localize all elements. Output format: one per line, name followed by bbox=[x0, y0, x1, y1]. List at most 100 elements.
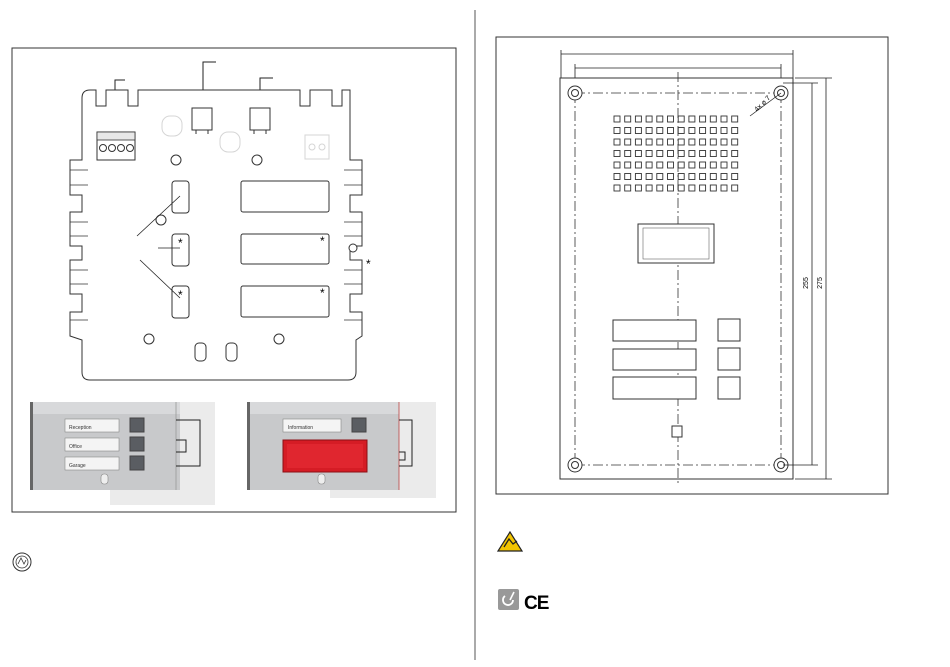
speaker-hole bbox=[625, 162, 631, 168]
speaker-hole bbox=[721, 162, 727, 168]
photo-information-display bbox=[247, 402, 436, 498]
faceplate-small-opening bbox=[672, 426, 682, 437]
speaker-hole bbox=[614, 139, 620, 145]
speaker-hole bbox=[689, 116, 695, 122]
speaker-hole bbox=[732, 162, 738, 168]
speaker-hole bbox=[710, 116, 716, 122]
speaker-hole bbox=[700, 139, 706, 145]
speaker-hole bbox=[710, 174, 716, 180]
speaker-hole bbox=[710, 128, 716, 134]
star-mark: * bbox=[178, 236, 183, 250]
speaker-hole bbox=[635, 151, 641, 157]
speaker-hole bbox=[646, 139, 652, 145]
speaker-hole bbox=[721, 185, 727, 191]
speaker-hole bbox=[710, 139, 716, 145]
speaker-hole bbox=[700, 185, 706, 191]
ghost-terminal bbox=[305, 135, 329, 159]
speaker-hole bbox=[689, 185, 695, 191]
star-mark: * bbox=[320, 286, 325, 300]
speaker-hole bbox=[678, 151, 684, 157]
speaker-hole bbox=[646, 116, 652, 122]
speaker-hole bbox=[625, 174, 631, 180]
speaker-hole bbox=[732, 174, 738, 180]
speaker-hole bbox=[678, 139, 684, 145]
speaker-hole bbox=[635, 162, 641, 168]
speaker-hole bbox=[732, 185, 738, 191]
speaker-hole bbox=[625, 116, 631, 122]
speaker-hole bbox=[721, 116, 727, 122]
ce-mark-text: CE bbox=[524, 593, 549, 614]
speaker-hole bbox=[678, 128, 684, 134]
speaker-hole bbox=[657, 174, 663, 180]
speaker-hole bbox=[700, 162, 706, 168]
display-window bbox=[638, 224, 714, 263]
speaker-hole bbox=[668, 151, 674, 157]
speaker-hole bbox=[668, 116, 674, 122]
speaker-hole bbox=[646, 174, 652, 180]
label-reception: Reception bbox=[69, 425, 92, 431]
star-mark: * bbox=[320, 234, 325, 248]
speaker-hole bbox=[625, 151, 631, 157]
speaker-hole bbox=[657, 139, 663, 145]
label-information: Information bbox=[288, 425, 313, 431]
speaker-hole bbox=[646, 185, 652, 191]
speaker-hole bbox=[732, 128, 738, 134]
speaker-hole bbox=[700, 151, 706, 157]
speaker-hole bbox=[646, 128, 652, 134]
speaker-hole bbox=[700, 116, 706, 122]
speaker-hole bbox=[625, 139, 631, 145]
star-mark: * bbox=[366, 257, 371, 271]
speaker-hole bbox=[635, 185, 641, 191]
speaker-hole bbox=[689, 128, 695, 134]
star-mark: * bbox=[178, 288, 183, 302]
speaker-hole bbox=[614, 174, 620, 180]
speaker-hole bbox=[710, 151, 716, 157]
speaker-hole bbox=[625, 128, 631, 134]
esd-warning-icon bbox=[498, 532, 522, 551]
label-windows bbox=[241, 181, 329, 317]
speaker-hole bbox=[700, 174, 706, 180]
speaker-hole bbox=[668, 185, 674, 191]
speaker-hole bbox=[657, 185, 663, 191]
speaker-hole bbox=[646, 162, 652, 168]
faceplate-outline bbox=[560, 72, 793, 484]
dimension-275: 275 bbox=[817, 277, 824, 289]
speaker-hole bbox=[657, 151, 663, 157]
speaker-hole bbox=[689, 151, 695, 157]
speaker-hole bbox=[635, 174, 641, 180]
speaker-hole bbox=[635, 116, 641, 122]
speaker-hole bbox=[614, 162, 620, 168]
speaker-hole bbox=[721, 139, 727, 145]
speaker-hole bbox=[657, 162, 663, 168]
speaker-hole bbox=[657, 116, 663, 122]
approval-seal-icon bbox=[13, 553, 31, 571]
speaker-hole bbox=[635, 128, 641, 134]
speaker-hole bbox=[710, 162, 716, 168]
speaker-hole bbox=[668, 162, 674, 168]
speaker-hole bbox=[668, 174, 674, 180]
speaker-hole bbox=[700, 128, 706, 134]
speaker-hole bbox=[635, 139, 641, 145]
speaker-hole bbox=[678, 162, 684, 168]
ce-mark-icon: CE bbox=[524, 593, 549, 614]
photo-three-buttons bbox=[30, 402, 215, 505]
faceplate-name-labels bbox=[613, 320, 696, 399]
speaker-hole bbox=[668, 128, 674, 134]
dimension-255: 255 bbox=[803, 277, 810, 289]
speaker-hole bbox=[689, 174, 695, 180]
speaker-hole bbox=[678, 116, 684, 122]
speaker-hole bbox=[721, 128, 727, 134]
speaker-hole bbox=[721, 174, 727, 180]
speaker-hole bbox=[657, 128, 663, 134]
speaker-hole bbox=[732, 151, 738, 157]
speaker-hole bbox=[678, 174, 684, 180]
disposal-recycle-icon bbox=[498, 589, 519, 610]
speaker-hole bbox=[732, 116, 738, 122]
speaker-hole bbox=[614, 151, 620, 157]
speaker-hole bbox=[668, 139, 674, 145]
speaker-hole bbox=[710, 185, 716, 191]
speaker-hole bbox=[678, 185, 684, 191]
label-office: Office bbox=[69, 444, 82, 450]
terminal-block-icon bbox=[97, 132, 135, 160]
